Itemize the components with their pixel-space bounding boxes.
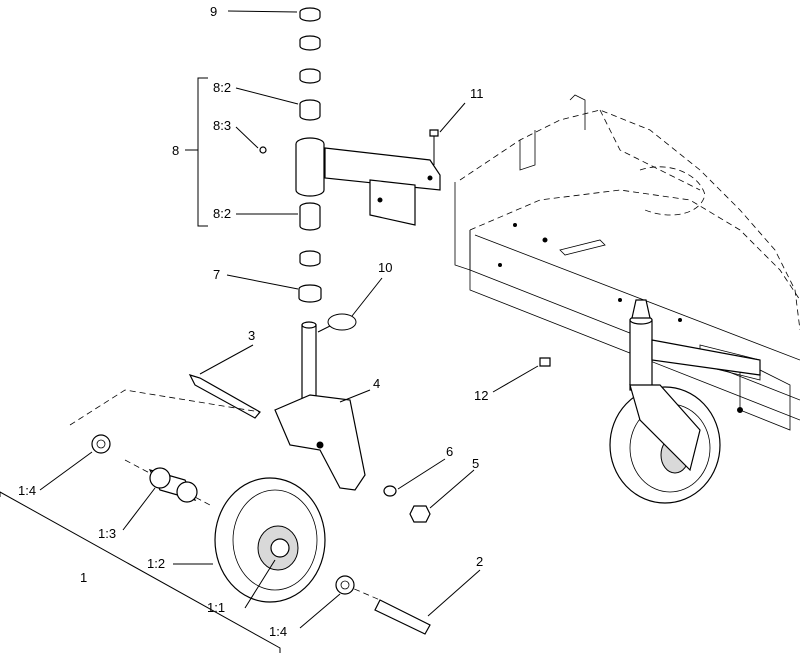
callout-1-3: 1:3 (98, 526, 116, 541)
callout-9: 9 (210, 4, 217, 19)
leader-lines (39, 10, 539, 629)
caster-wheel-assembly (0, 389, 431, 653)
callout-11: 11 (470, 86, 484, 101)
callout-4: 4 (373, 376, 380, 391)
callout-3: 3 (248, 328, 255, 343)
callout-6: 6 (446, 444, 453, 459)
callout-5: 5 (472, 456, 479, 471)
callout-8-2-lower: 8:2 (213, 206, 231, 221)
callout-1-4-upper: 1:4 (18, 483, 36, 498)
callout-1: 1 (80, 570, 87, 585)
caster-spindle-stack (188, 7, 551, 523)
callout-10: 10 (378, 260, 392, 275)
callout-7: 7 (213, 267, 220, 282)
callout-1-2: 1:2 (147, 556, 165, 571)
callout-1-1: 1:1 (207, 600, 225, 615)
callout-1-4-lower: 1:4 (269, 624, 287, 639)
assembled-caster-wheel (609, 299, 761, 504)
callout-8: 8 (172, 143, 179, 158)
callout-12: 12 (474, 388, 488, 403)
mower-deck (454, 94, 800, 431)
callout-8-3: 8:3 (213, 118, 231, 133)
callout-2: 2 (476, 554, 483, 569)
callout-labels: 9 8:2 8:3 8 8:2 7 10 11 12 3 4 6 5 1:4 1… (18, 4, 488, 639)
callout-8-2-upper: 8:2 (213, 80, 231, 95)
